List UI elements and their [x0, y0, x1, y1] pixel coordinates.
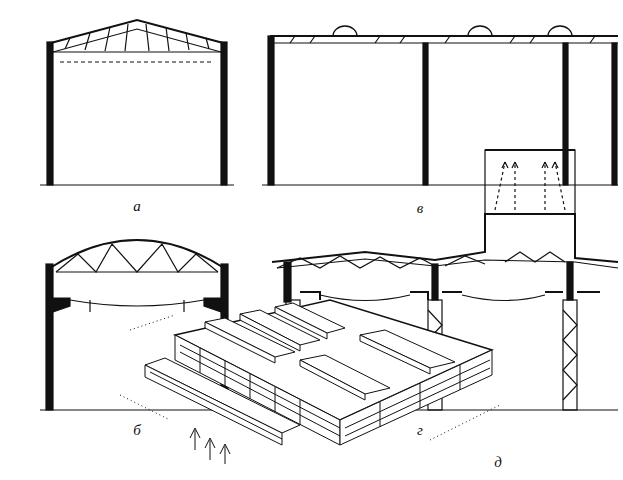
factory-perspective [120, 300, 500, 464]
figure-letter: г [417, 423, 423, 438]
figure-letter: а [133, 199, 141, 214]
section-a [40, 20, 234, 185]
section-v [262, 26, 618, 185]
figure-letter: б [133, 423, 141, 438]
roof-lanterns [205, 303, 455, 400]
figure-letter: д [494, 455, 502, 470]
figure-letter: в [417, 201, 424, 216]
